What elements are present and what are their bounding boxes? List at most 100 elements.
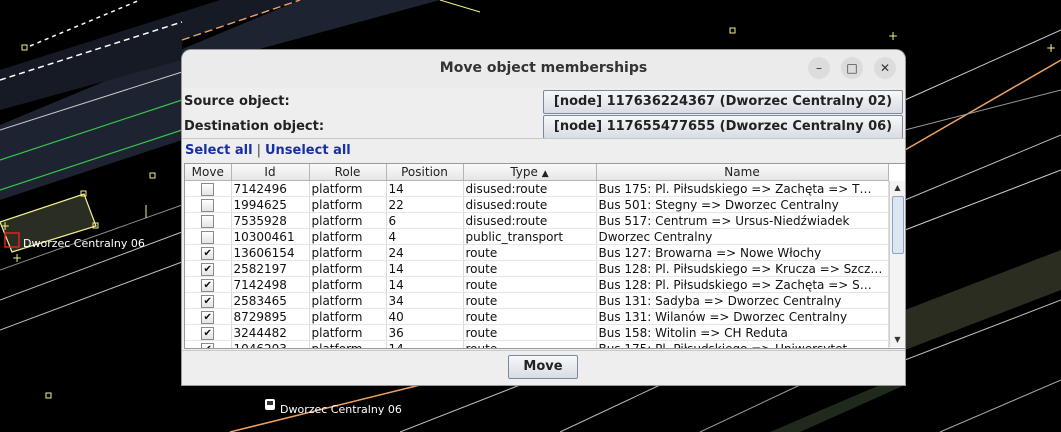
destination-object-label: Destination object: [184, 119, 325, 134]
cell-role: platform [309, 276, 387, 293]
map-road-line [699, 384, 801, 432]
cell-type: public_transport [463, 228, 597, 245]
map-road-line [904, 169, 1061, 231]
map-road-green [0, 99, 183, 161]
cell-position: 24 [386, 244, 464, 261]
move-checkbox[interactable] [201, 182, 215, 196]
move-button[interactable]: Move [508, 355, 578, 379]
table-header: Move Id Role Position Type ▲ Name [185, 164, 889, 181]
map-road-band [0, 0, 440, 200]
move-memberships-dialog: Move object memberships – □ ✕ Source obj… [182, 50, 905, 385]
move-checkbox-checked[interactable]: ✔ [201, 262, 215, 276]
cell-role: platform [309, 308, 387, 325]
cell-id: 7535928 [231, 212, 310, 229]
map-road-band [905, 250, 1061, 350]
column-header-type[interactable]: Type ▲ [463, 164, 597, 181]
cell-id: 7142498 [231, 276, 310, 293]
map-node-cross[interactable]: + [12, 251, 22, 265]
move-checkbox-checked[interactable]: ✔ [201, 342, 215, 348]
unselect-all-link[interactable]: Unselect all [264, 143, 351, 158]
map-road-line [0, 231, 183, 301]
cell-position: 6 [386, 212, 464, 229]
map-platform[interactable] [0, 193, 97, 253]
cell-role: platform [309, 340, 387, 348]
cell-position: 34 [386, 292, 464, 309]
divider [182, 138, 905, 139]
cell-name: Bus 128: Pl. Piłsudskiego => Zachęta => … [596, 276, 889, 293]
map-road-band [770, 385, 905, 432]
selection-links: Select all|Unselect all [185, 143, 351, 158]
map-node[interactable] [45, 392, 52, 399]
map-label-stop: Dworzec Centralny 06 [23, 237, 145, 250]
column-header-move[interactable]: Move [185, 164, 232, 181]
map-road-line [399, 384, 521, 432]
move-checkbox-checked[interactable]: ✔ [201, 310, 215, 324]
cell-position: 36 [386, 324, 464, 341]
cell-position: 14 [386, 180, 464, 197]
cell-name: Bus 158: Witolin => CH Reduta [596, 324, 889, 341]
column-header-id[interactable]: Id [231, 164, 310, 181]
bus-stop-icon[interactable] [265, 399, 275, 410]
cell-position: 4 [386, 228, 464, 245]
cell-name: Bus 131: Wilanów => Dworzec Centralny [596, 308, 889, 325]
column-header-name[interactable]: Name [596, 164, 889, 181]
move-checkbox[interactable] [201, 214, 215, 228]
memberships-table: Move Id Role Position Type ▲ Name 714249… [184, 163, 905, 349]
move-checkbox-checked[interactable]: ✔ [201, 326, 215, 340]
move-checkbox[interactable] [201, 198, 215, 212]
cell-type: route [463, 324, 597, 341]
cell-role: platform [309, 212, 387, 229]
map-node-cross[interactable]: + [888, 29, 898, 43]
map-road-orange [229, 384, 421, 432]
dialog-titlebar[interactable]: Move object memberships – □ ✕ [182, 50, 905, 88]
close-button[interactable]: ✕ [874, 57, 896, 79]
maximize-button[interactable]: □ [841, 57, 863, 79]
cell-move [185, 228, 232, 245]
cell-role: platform [309, 180, 387, 197]
source-object-button[interactable]: [node] 117636224367 (Dworzec Centralny 0… [543, 90, 903, 114]
map-node-cross[interactable]: + [0, 219, 10, 233]
scroll-up-icon[interactable]: ▲ [894, 183, 901, 192]
move-checkbox[interactable] [201, 230, 215, 244]
select-all-link[interactable]: Select all [185, 143, 253, 158]
dialog-title: Move object memberships [439, 60, 648, 76]
cell-type: route [463, 340, 597, 348]
sort-ascending-icon: ▲ [541, 169, 549, 179]
cell-position: 14 [386, 276, 464, 293]
cell-id: 7142496 [231, 180, 310, 197]
map-node[interactable] [21, 44, 28, 51]
vertical-scrollbar[interactable]: ▲ ▼ [889, 181, 905, 347]
move-checkbox-checked[interactable]: ✔ [201, 294, 215, 308]
cell-move: ✔ [185, 308, 232, 325]
map-node-cross[interactable]: + [1046, 41, 1056, 55]
map-node[interactable] [92, 222, 99, 229]
scroll-down-icon[interactable]: ▼ [894, 335, 901, 344]
move-checkbox-checked[interactable]: ✔ [201, 278, 215, 292]
cell-id: 2582197 [231, 260, 310, 277]
map-selected-node[interactable] [4, 232, 20, 248]
map-node[interactable] [80, 190, 87, 197]
column-header-position[interactable]: Position [386, 164, 464, 181]
scrollbar-thumb[interactable] [892, 196, 904, 254]
minimize-button[interactable]: – [808, 57, 830, 79]
map-node[interactable] [149, 172, 156, 179]
destination-object-button[interactable]: [node] 117655477655 (Dworzec Centralny 0… [543, 115, 903, 139]
cell-move: ✔ [185, 260, 232, 277]
cell-move [185, 180, 232, 197]
map-node[interactable] [729, 27, 736, 34]
move-checkbox-checked[interactable]: ✔ [201, 246, 215, 260]
cell-name: Bus 517: Centrum => Ursus-Niedźwiadek [596, 212, 889, 229]
column-header-role[interactable]: Role [309, 164, 387, 181]
